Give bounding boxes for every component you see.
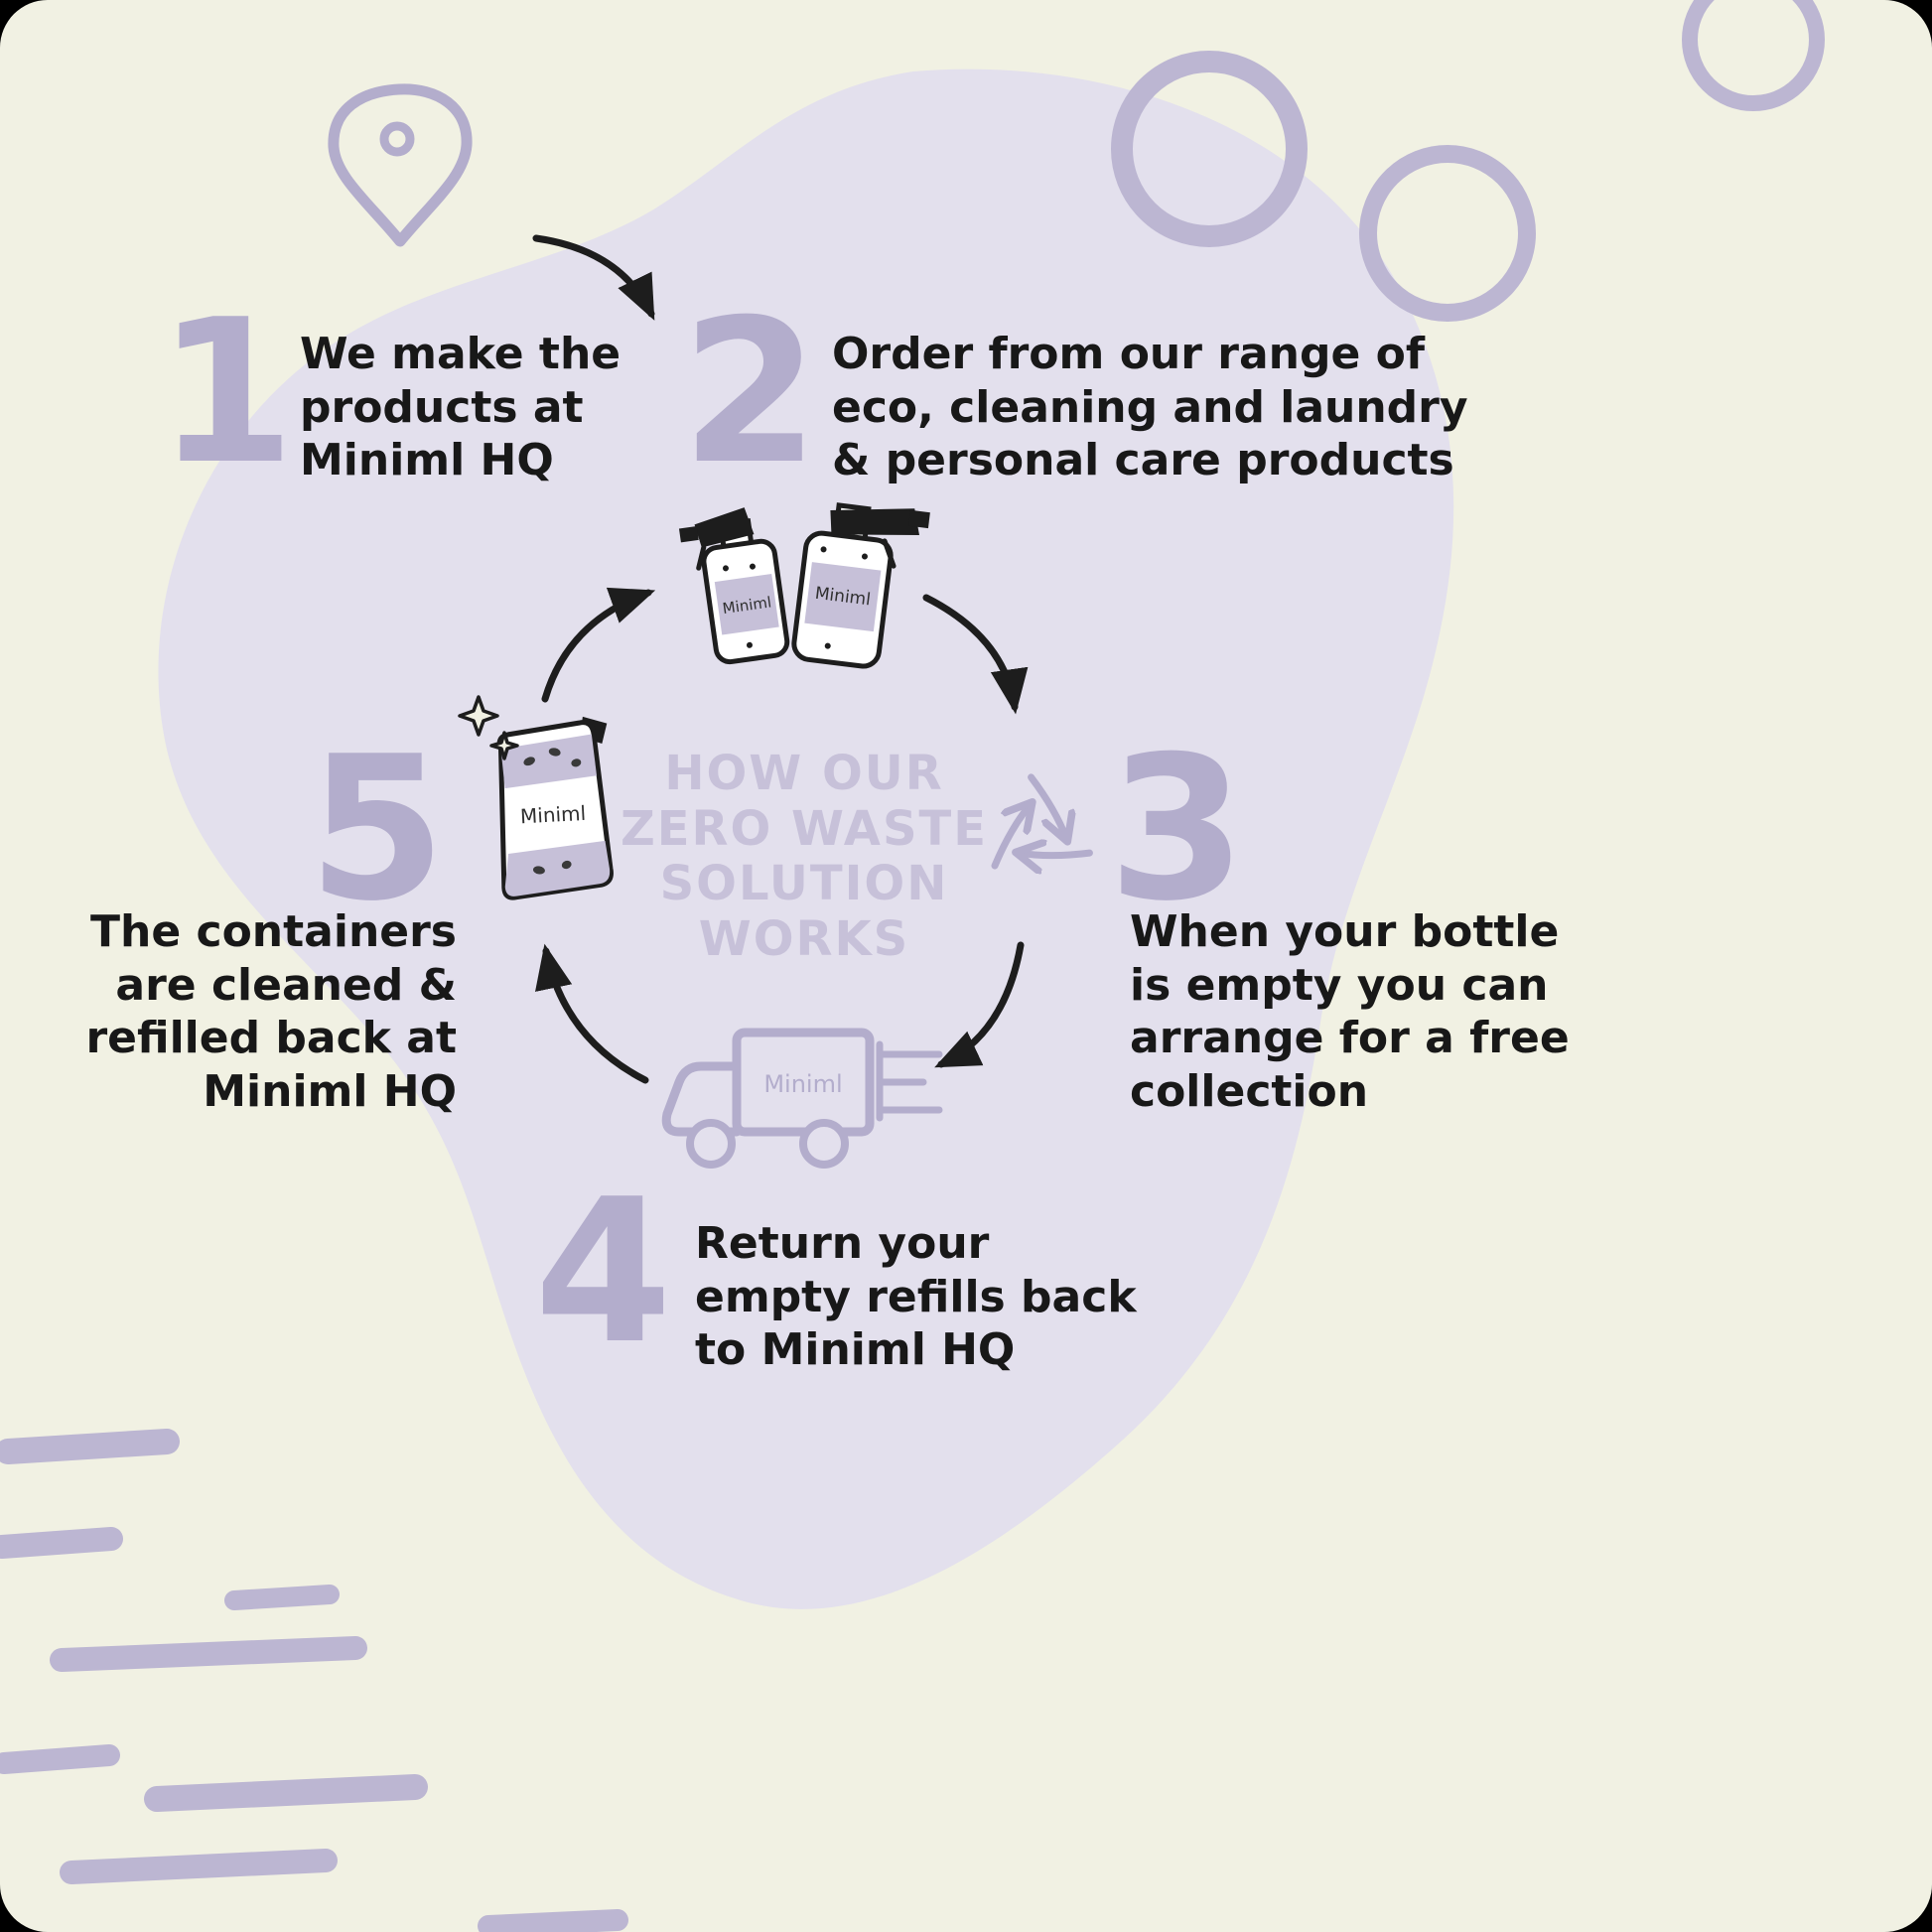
recycle-icon bbox=[991, 773, 1093, 884]
brush-strokes bbox=[0, 1429, 628, 1932]
sparkle-icon bbox=[458, 695, 519, 760]
step-5-number: 5 bbox=[308, 714, 447, 945]
step-3-text: When your bottle is empty you can arrang… bbox=[1130, 906, 1570, 1118]
flow-arrow-1 bbox=[532, 234, 655, 321]
location-pin-icon bbox=[328, 83, 473, 247]
step-4-text: Return your empty refills back to Miniml… bbox=[695, 1218, 1137, 1376]
truck-brand-label: Miniml bbox=[763, 1070, 842, 1098]
ring-decorations bbox=[1111, 0, 1825, 322]
pouch-brand-label: Miniml bbox=[519, 801, 586, 828]
flow-arrow-2 bbox=[922, 594, 1029, 715]
spray-bottles-icon: Miniml Miniml bbox=[678, 502, 930, 669]
background-blob bbox=[158, 69, 1454, 1609]
step-2-number: 2 bbox=[681, 277, 820, 508]
ring-decoration-3 bbox=[1682, 0, 1825, 111]
flow-arrow-3 bbox=[934, 941, 1025, 1068]
refill-pouch-icon: Miniml bbox=[496, 716, 614, 900]
step-4-number: 4 bbox=[534, 1157, 673, 1388]
step-1-number: 1 bbox=[157, 277, 296, 508]
step-5-text: The containers are cleaned & refilled ba… bbox=[85, 906, 457, 1118]
step-3-number: 3 bbox=[1108, 714, 1247, 945]
flow-arrow-4 bbox=[535, 943, 649, 1084]
ring-decoration-2 bbox=[1359, 145, 1536, 322]
page-title: HOW OUR ZERO WASTE SOLUTION WORKS bbox=[620, 746, 989, 968]
step-1-text: We make the products at Miniml HQ bbox=[300, 329, 621, 486]
ring-decoration-1 bbox=[1111, 51, 1308, 247]
step-2-text: Order from our range of eco, cleaning an… bbox=[832, 329, 1468, 486]
delivery-truck-icon: Miniml bbox=[661, 1028, 943, 1169]
flow-arrow-5 bbox=[541, 587, 656, 703]
flow-arrows bbox=[532, 234, 1029, 1084]
